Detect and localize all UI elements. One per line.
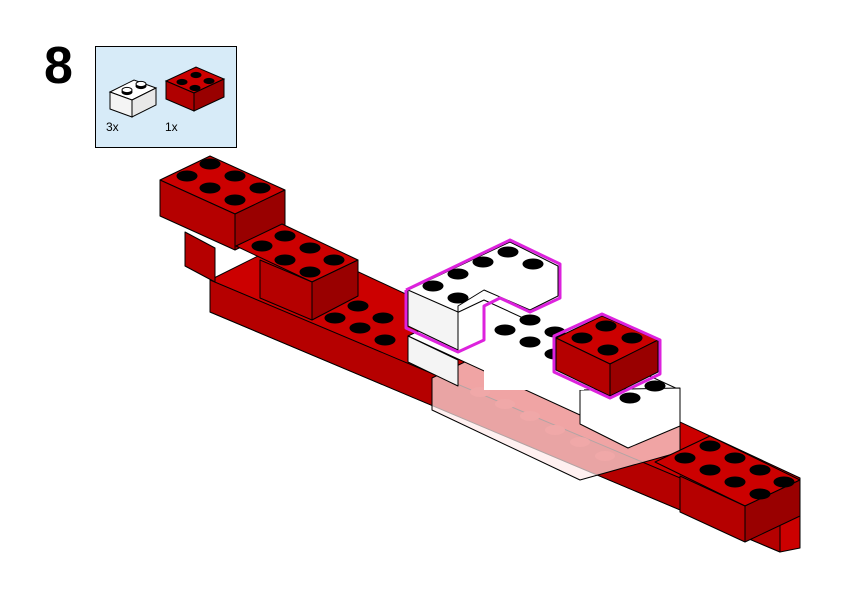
new-red-brick-highlight bbox=[552, 312, 662, 400]
red-brick-quantity: 1x bbox=[165, 120, 178, 134]
parts-list-panel bbox=[95, 46, 237, 148]
red-hull-studs bbox=[324, 300, 396, 346]
new-white-bricks-highlight bbox=[404, 238, 562, 354]
white-brick-quantity: 3x bbox=[106, 120, 119, 134]
white-brick-part-icon bbox=[108, 79, 158, 118]
step-number: 8 bbox=[44, 37, 73, 95]
red-brick-second bbox=[235, 223, 359, 321]
parts-list-illustration bbox=[108, 66, 226, 118]
red-brick-top-left bbox=[159, 155, 286, 251]
red-brick-part-icon bbox=[164, 66, 226, 112]
red-brick-right-end bbox=[654, 435, 801, 543]
